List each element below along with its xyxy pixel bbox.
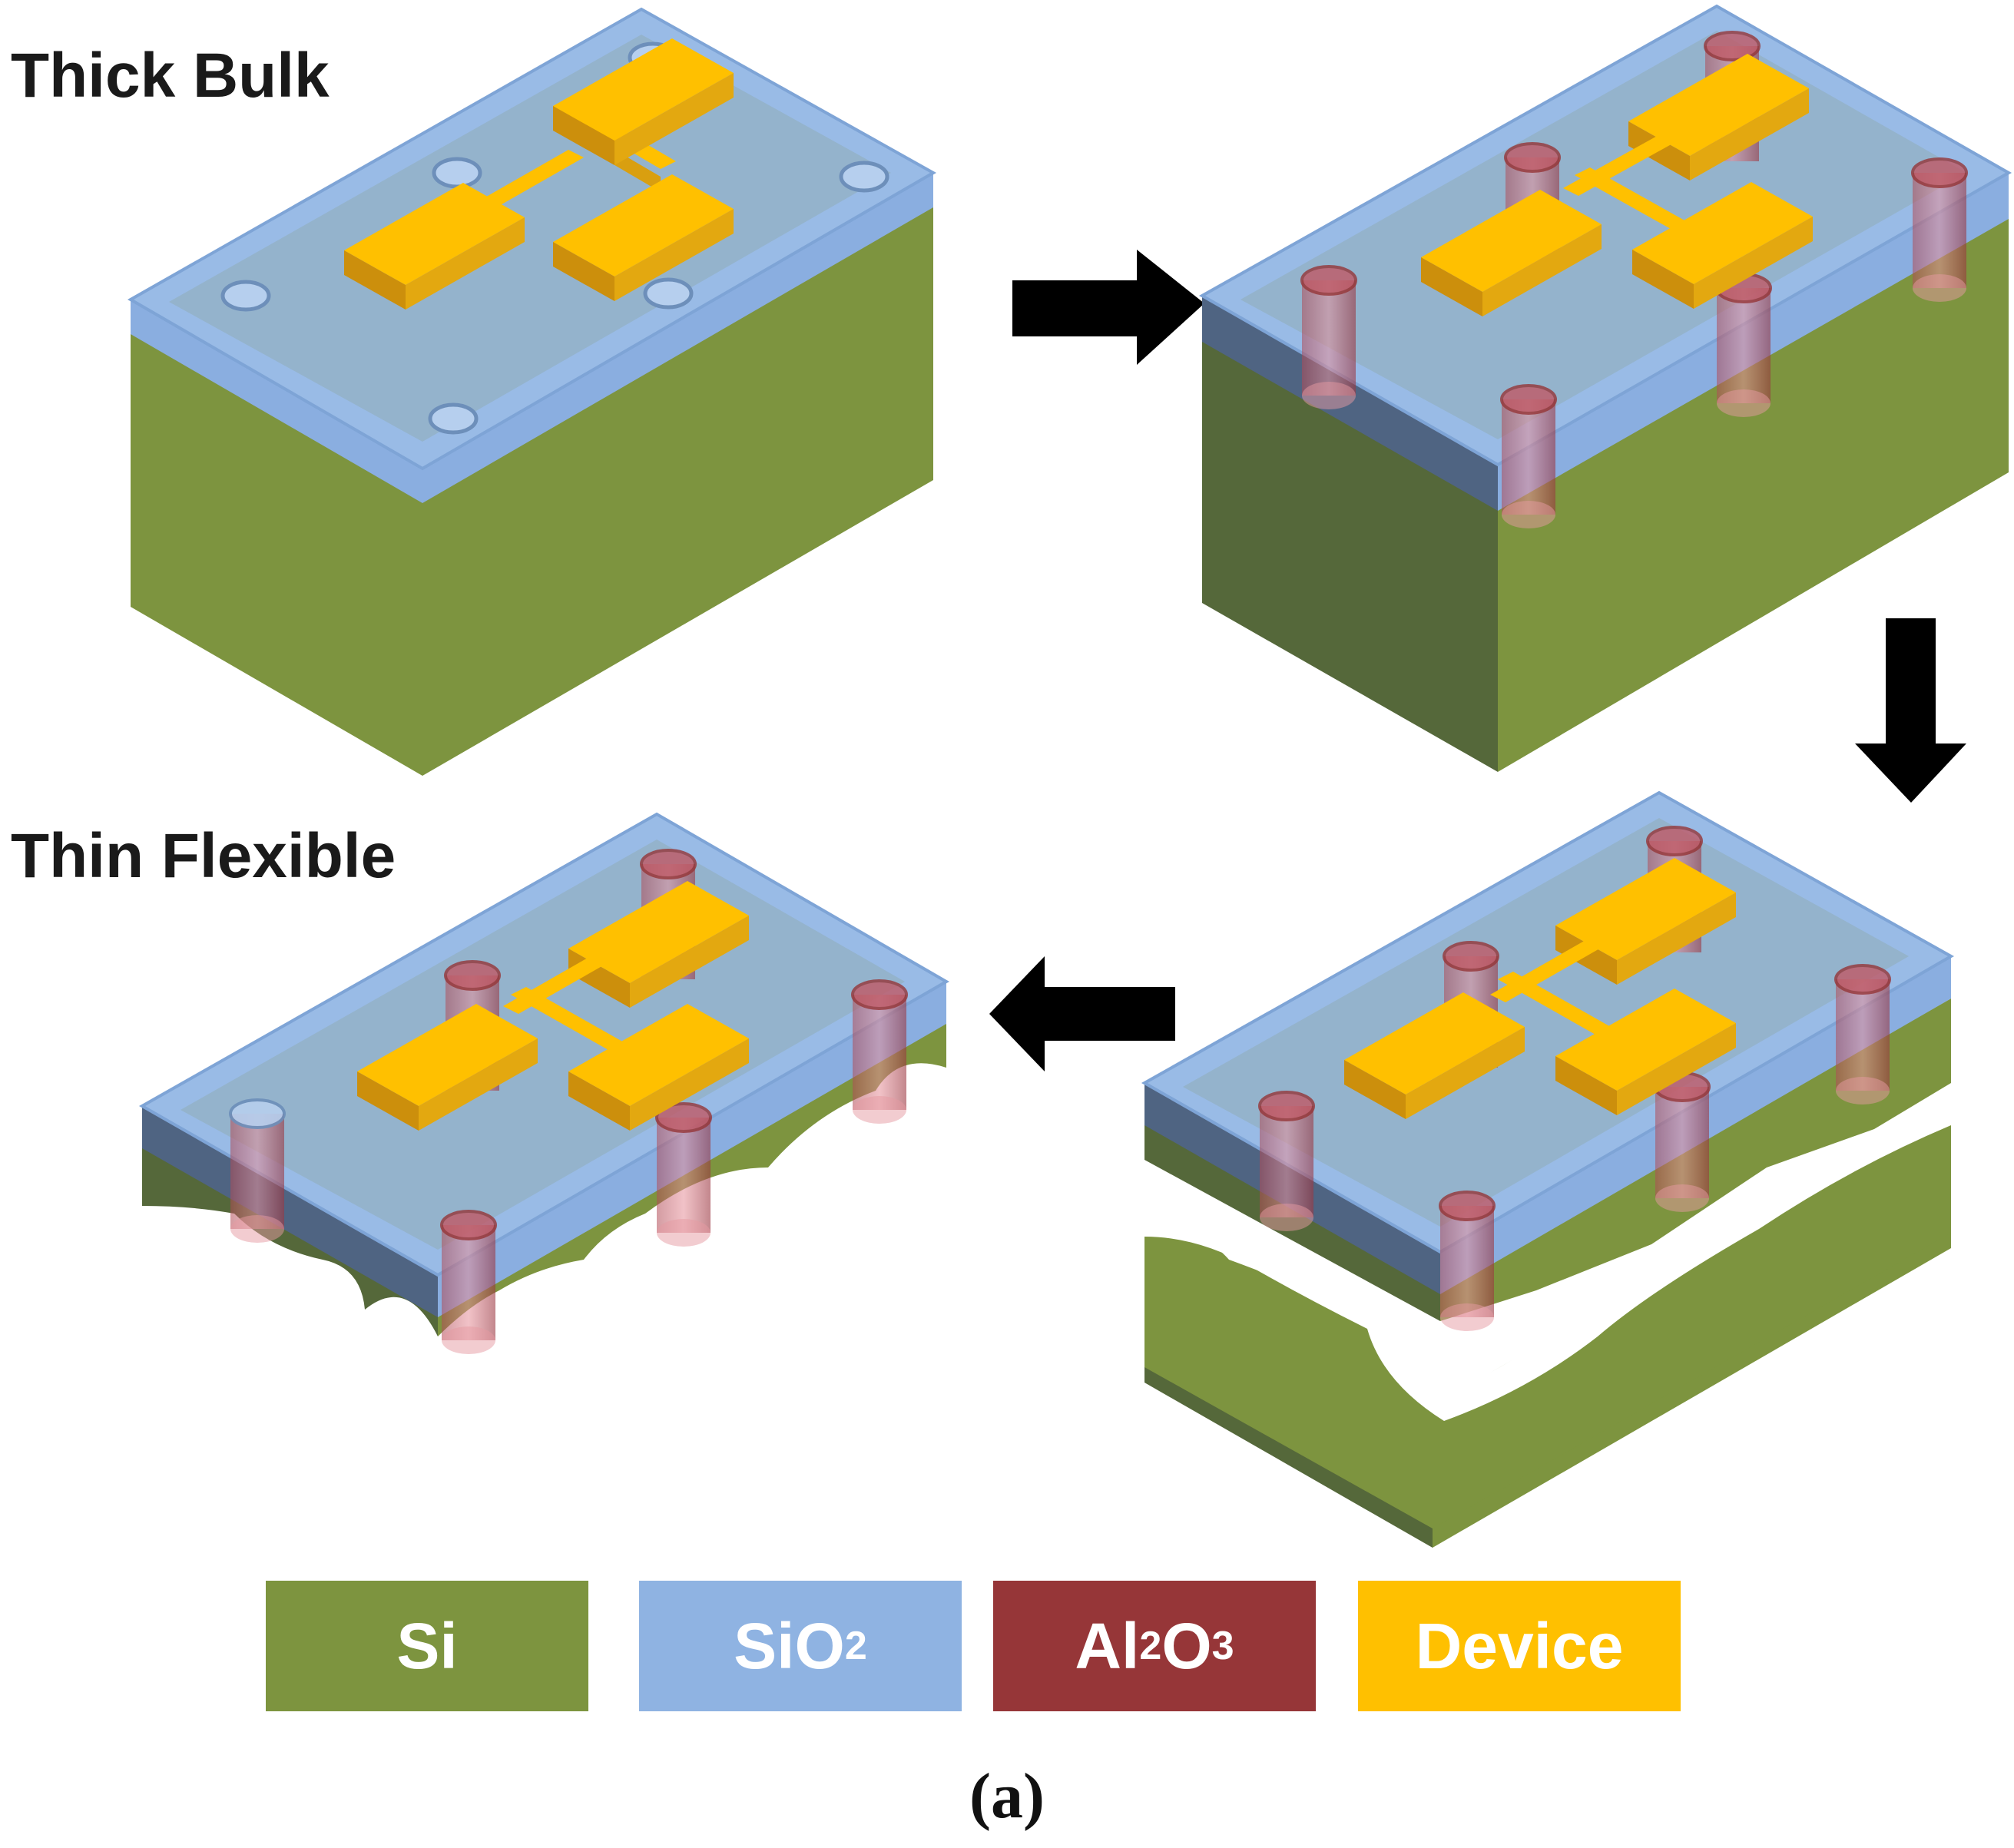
arrow-left-icon [989, 956, 1175, 1071]
device-pattern [1421, 54, 1813, 316]
stage-etching [1141, 790, 1955, 1548]
legend-si: Si [266, 1581, 588, 1711]
label-thin-flexible: Thin Flexible [11, 821, 396, 891]
sio2-right-edge [422, 173, 933, 503]
stage-thin-flexible [138, 812, 949, 1354]
stage-thick-bulk [127, 7, 937, 776]
si-front-remnant [142, 1144, 438, 1336]
figure-caption: (a) [969, 1760, 1045, 1832]
crack-gap [1144, 1098, 1951, 1421]
sio2-front-edge [142, 1106, 438, 1317]
device-pattern [357, 881, 749, 1131]
label-thick-bulk: Thick Bulk [11, 41, 330, 111]
arrow-down-icon [1855, 618, 1966, 803]
si-right-face [1498, 211, 2009, 772]
sio2-top-inner [1241, 31, 1966, 439]
sio2-top-inner [169, 35, 891, 442]
device-pattern [344, 38, 734, 310]
legend-device: Device [1358, 1581, 1681, 1711]
stage-pillars [1198, 4, 2012, 772]
via-holes [220, 41, 889, 435]
si-right-face [422, 204, 933, 776]
device-pattern [1344, 858, 1736, 1119]
sio2-front-edge [131, 300, 422, 503]
arrow-right-icon [1012, 250, 1204, 365]
si-front-face [1202, 338, 1498, 772]
si-front-face [131, 330, 422, 776]
